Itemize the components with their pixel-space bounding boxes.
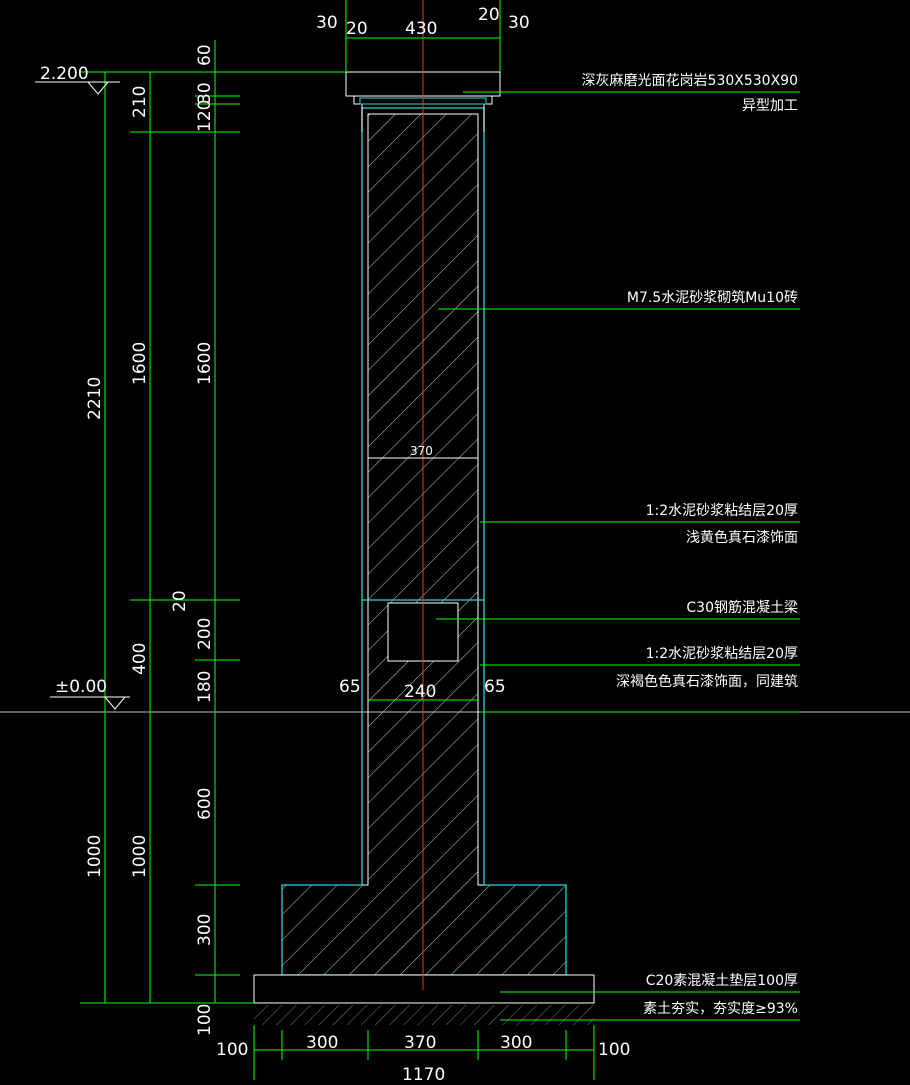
dim-chains-h (253, 0, 595, 1080)
dim-mid-120: 120 (195, 100, 215, 132)
note-granite-cap: 深灰麻磨光面花岗岩530X530X90 (582, 73, 798, 89)
dim-bottom-300b: 300 (500, 1033, 532, 1053)
note-shaped-process: 异型加工 (742, 98, 798, 114)
level-ground: ±0.00 (55, 677, 107, 697)
dim-left-65: 65 (339, 677, 361, 697)
dim-top-b: 20 (346, 19, 368, 39)
level-marker-ground-icon (50, 696, 130, 710)
level-marker-top-icon (35, 81, 120, 95)
dim-mid-30: 30 (195, 82, 215, 104)
dim-bottom-100b: 100 (598, 1040, 630, 1060)
note-paint-brown: 深褐色色真石漆饰面，同建筑 (616, 673, 798, 690)
note-beam: C30钢筋混凝土梁 (686, 599, 798, 616)
dim-top-e: 30 (508, 13, 530, 33)
column-body (281, 113, 567, 976)
dim-chains (80, 40, 346, 1004)
note-mortar-1: 1:2水泥砂浆粘结层20厚 (646, 503, 798, 519)
dim-left-shaft: 1600 (130, 342, 150, 385)
note-cushion: C20素混凝土垫层100厚 (646, 973, 798, 989)
note-brick: M7.5水泥砂浆砌筑Mu10砖 (627, 290, 798, 306)
dim-left-below: 1000 (85, 835, 105, 878)
concrete-pad (253, 974, 595, 1004)
dim-bottom-300a: 300 (306, 1033, 338, 1053)
dim-beam-240: 240 (404, 682, 436, 702)
dim-mid-100: 100 (195, 1004, 215, 1036)
dim-left-below-2: 1000 (130, 835, 150, 878)
dim-left-lower: 400 (130, 643, 150, 675)
dim-bottom-total: 1170 (402, 1065, 445, 1080)
dim-mid-600: 600 (195, 788, 215, 820)
note-paint-yellow: 浅黄色真石漆饰面 (686, 529, 798, 546)
dim-top-c: 430 (405, 19, 437, 39)
dim-left-cap: 210 (130, 86, 150, 118)
dim-right-65: 65 (484, 677, 506, 697)
dim-width-370: 370 (410, 444, 433, 458)
dim-mid-200: 200 (195, 618, 215, 650)
leader-lines (436, 91, 800, 1021)
dim-mid-180: 180 (195, 671, 215, 703)
dim-mid-300: 300 (195, 914, 215, 946)
dim-top-a: 30 (316, 13, 338, 33)
level-top: 2.200 (40, 64, 89, 84)
dim-bottom-100a: 100 (216, 1040, 248, 1060)
dim-bottom-370: 370 (404, 1033, 436, 1053)
dim-left-total: 2210 (85, 377, 105, 420)
dim-mid-20: 20 (170, 590, 190, 612)
note-soil: 素土夯实，夯实度≥93% (643, 1001, 798, 1017)
dim-top-d: 20 (478, 5, 500, 25)
soil-layer (254, 1005, 594, 1025)
dim-mid-1600: 1600 (195, 342, 215, 385)
dim-mid-60: 60 (195, 44, 215, 66)
note-mortar-2: 1:2水泥砂浆粘结层20厚 (646, 646, 798, 662)
